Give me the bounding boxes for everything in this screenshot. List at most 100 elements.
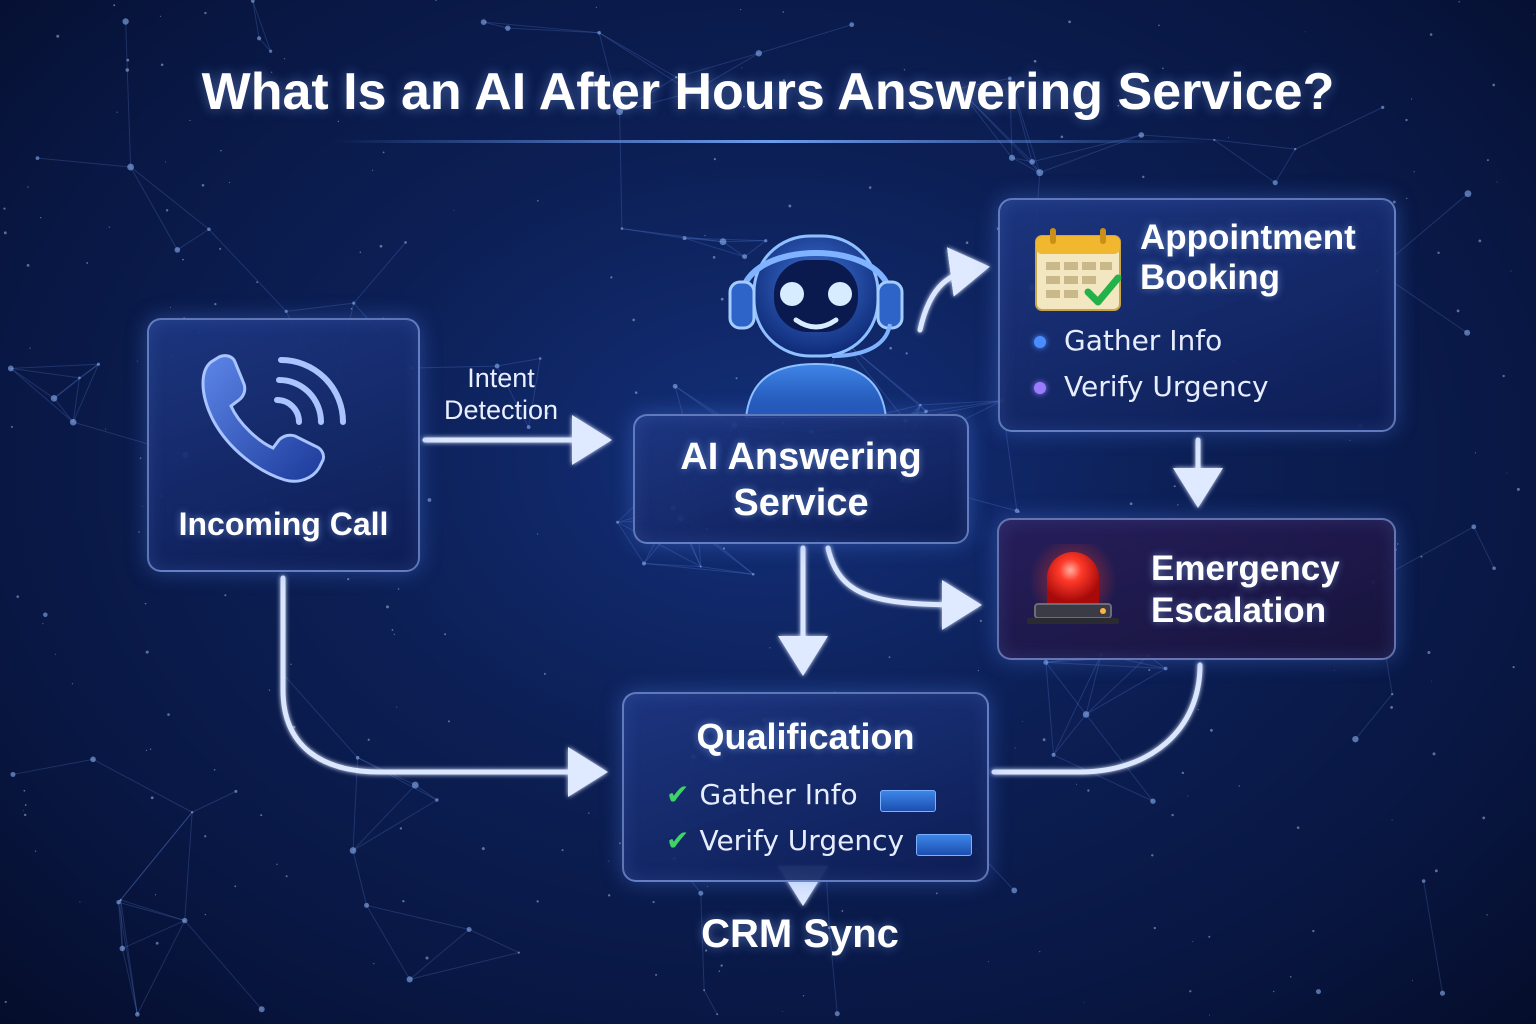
appointment-item-text: Verify Urgency: [1064, 370, 1269, 403]
star-dot: [632, 318, 635, 322]
star-dot: [1039, 951, 1041, 953]
star-dot: [292, 725, 296, 729]
network-node: [1043, 659, 1049, 665]
network-node: [1051, 752, 1056, 757]
star-dot: [1153, 926, 1156, 930]
network-node: [269, 49, 273, 53]
star-dot: [1117, 104, 1120, 107]
star-dot: [712, 256, 716, 259]
network-node: [122, 18, 129, 25]
star-dot: [182, 258, 184, 261]
network-node: [616, 108, 624, 116]
check-icon: ✔: [666, 778, 690, 811]
star-dot: [1162, 67, 1164, 70]
star-dot: [71, 683, 74, 685]
network-node: [597, 30, 601, 35]
qualification-item-gather-info: ✔ Gather Info: [666, 778, 858, 811]
star-dot: [26, 264, 30, 267]
star-dot: [141, 506, 143, 508]
network-node: [675, 76, 678, 79]
star-dot: [935, 892, 938, 895]
arrow-ai-to-appointment: [917, 247, 990, 333]
network-node: [466, 926, 472, 932]
network-node: [96, 362, 101, 366]
star-dot: [1208, 1014, 1210, 1016]
network-node: [174, 247, 181, 253]
star-dot: [718, 970, 721, 972]
network-node: [1213, 138, 1216, 142]
star-dot: [1391, 819, 1393, 821]
network-node: [207, 227, 211, 232]
star-dot: [367, 738, 370, 741]
star-dot: [145, 749, 148, 752]
star-dot: [283, 58, 286, 60]
appointment-item-text: Gather Info: [1064, 324, 1223, 357]
network-node: [50, 395, 58, 402]
network-node: [1082, 711, 1090, 718]
star-dot: [1083, 1002, 1085, 1003]
star-dot: [1533, 14, 1535, 15]
star-dot: [444, 633, 447, 636]
star-dot: [271, 71, 273, 73]
network-node: [682, 236, 687, 241]
star-dot: [136, 360, 138, 362]
star-dot: [219, 247, 222, 250]
star-dot: [787, 925, 791, 929]
qualification-item-text: Gather Info: [699, 778, 858, 811]
star-dot: [86, 262, 89, 264]
star-dot: [337, 120, 340, 123]
star-dot: [3, 231, 7, 235]
star-dot: [290, 663, 292, 666]
star-dot: [713, 158, 716, 161]
star-dot: [39, 216, 42, 219]
star-dot: [234, 885, 237, 888]
star-dot: [1197, 709, 1199, 711]
star-dot: [1427, 651, 1431, 655]
network-node: [517, 951, 520, 954]
network-node: [1391, 692, 1394, 696]
ai-answering-service-label: AI Answering Service: [680, 436, 922, 524]
star-dot: [359, 251, 362, 254]
intent-detection-label: Intent Detection: [443, 363, 559, 425]
star-dot: [652, 900, 655, 904]
network-node: [1464, 190, 1472, 198]
star-dot: [706, 885, 708, 887]
star-dot: [1420, 555, 1423, 558]
star-dot: [42, 623, 44, 625]
star-dot: [24, 804, 27, 806]
star-dot: [1349, 439, 1351, 441]
star-dot: [391, 629, 394, 631]
star-dot: [149, 748, 152, 750]
star-dot: [453, 209, 455, 211]
network-node: [119, 945, 126, 952]
network-node: [716, 1013, 719, 1016]
star-dot: [22, 810, 24, 812]
star-dot: [537, 199, 539, 202]
network-node: [1008, 154, 1016, 161]
star-dot: [104, 428, 106, 430]
star-dot: [139, 457, 142, 459]
star-dot: [481, 847, 485, 851]
star-dot: [782, 79, 786, 82]
star-dot: [1210, 728, 1213, 732]
phone-icon: [201, 354, 346, 483]
star-dot: [150, 796, 154, 800]
star-dot: [634, 391, 638, 394]
star-dot: [1413, 171, 1415, 173]
network-node: [1381, 105, 1385, 109]
network-node: [256, 36, 262, 41]
network-node: [119, 898, 122, 902]
network-node: [1011, 887, 1018, 894]
ai-answering-service-card: AI Answering Service: [633, 414, 969, 544]
star-dot: [4, 1000, 7, 1004]
network-node: [352, 301, 356, 305]
star-dot: [285, 875, 288, 878]
star-dot: [116, 111, 118, 113]
network-node: [849, 22, 855, 28]
star-dot: [1014, 747, 1016, 749]
network-node: [135, 1012, 140, 1017]
star-dot: [1432, 752, 1436, 756]
star-dot: [204, 835, 207, 838]
star-dot: [536, 533, 539, 535]
star-dot: [155, 941, 159, 945]
